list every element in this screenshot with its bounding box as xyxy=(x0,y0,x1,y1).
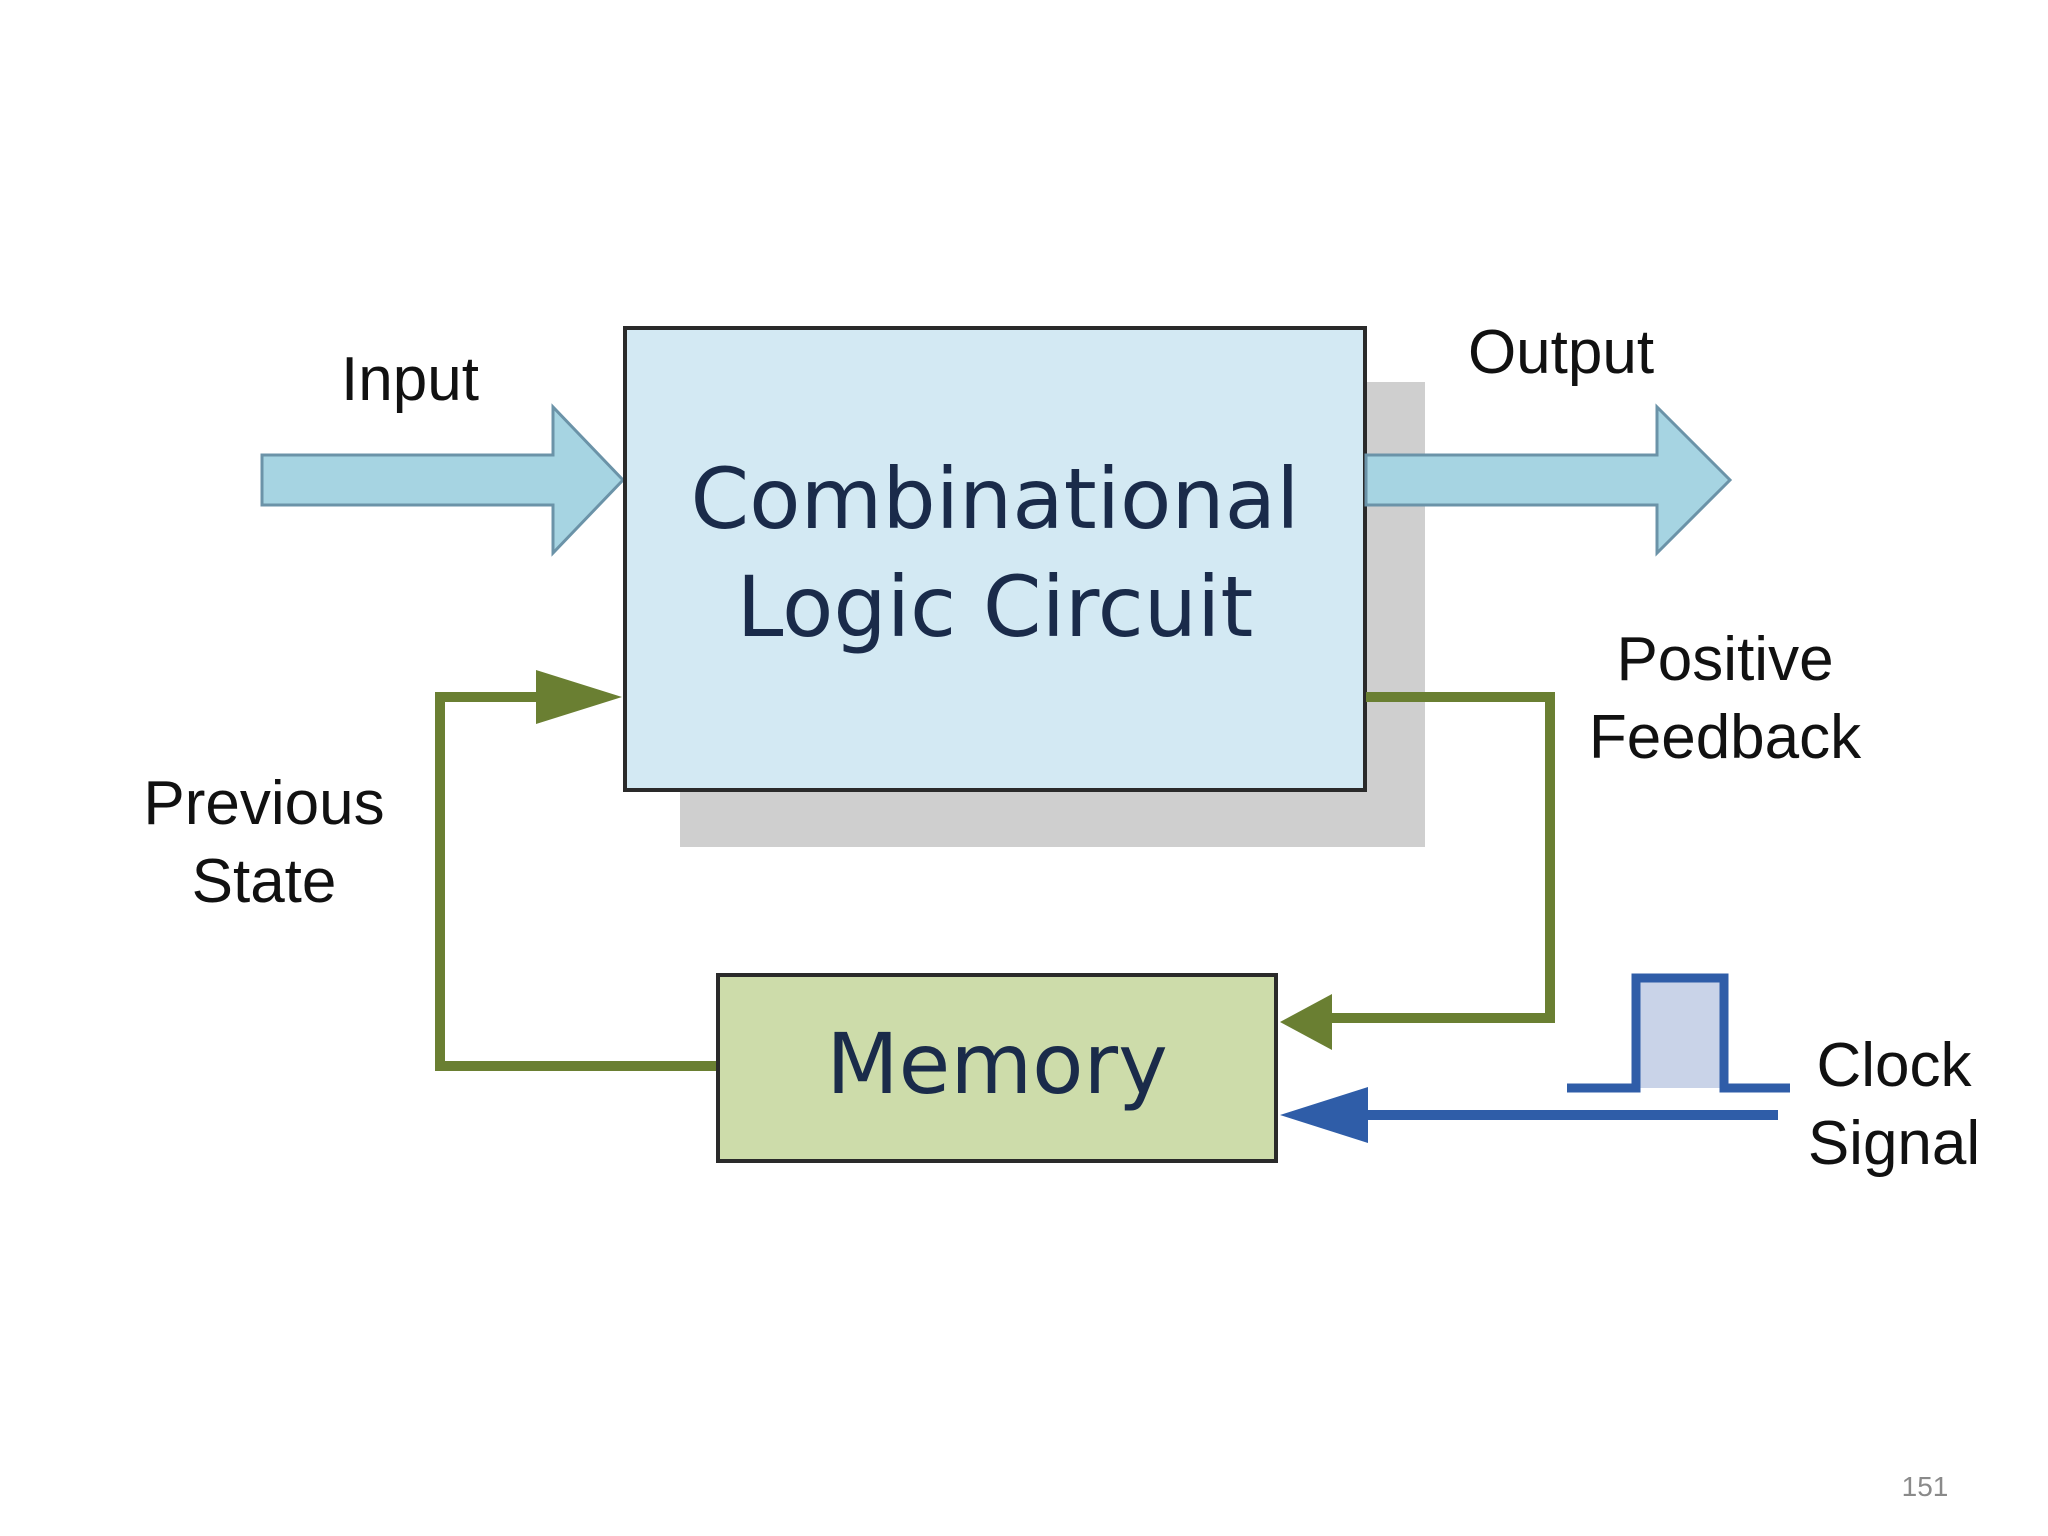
combinational-box-title-line2: Logic Circuit xyxy=(737,558,1254,656)
combinational-logic-box xyxy=(623,326,1367,792)
previous-state-line xyxy=(435,692,718,1071)
previous-state-arrowhead-icon xyxy=(536,670,622,724)
positive-feedback-arrowhead-icon xyxy=(1280,994,1332,1050)
clock-pulse-fill xyxy=(1636,978,1724,1088)
page-number: 151 xyxy=(1902,1471,1949,1502)
clock-signal-arrowhead-icon xyxy=(1280,1087,1368,1143)
input-arrow-icon xyxy=(260,403,626,557)
positive-feedback-label-line2: Feedback xyxy=(1589,703,1862,772)
output-label: Output xyxy=(1468,318,1654,387)
combinational-box-title-line1: Combinational xyxy=(691,450,1300,548)
previous-state-label-line1: Previous xyxy=(143,769,384,838)
memory-box xyxy=(716,973,1278,1163)
positive-feedback-label-line1: Positive xyxy=(1616,625,1833,694)
positive-feedback-line xyxy=(1330,692,1555,1023)
input-label: Input xyxy=(341,345,479,414)
clock-pulse-icon xyxy=(1567,973,1790,1093)
previous-state-label-line2: State xyxy=(192,847,337,916)
clock-signal-label-line2: Signal xyxy=(1808,1109,1980,1178)
memory-box-label: Memory xyxy=(826,1015,1168,1113)
clock-signal-label-line1: Clock xyxy=(1816,1031,1972,1100)
output-arrow-icon xyxy=(1364,403,1733,557)
